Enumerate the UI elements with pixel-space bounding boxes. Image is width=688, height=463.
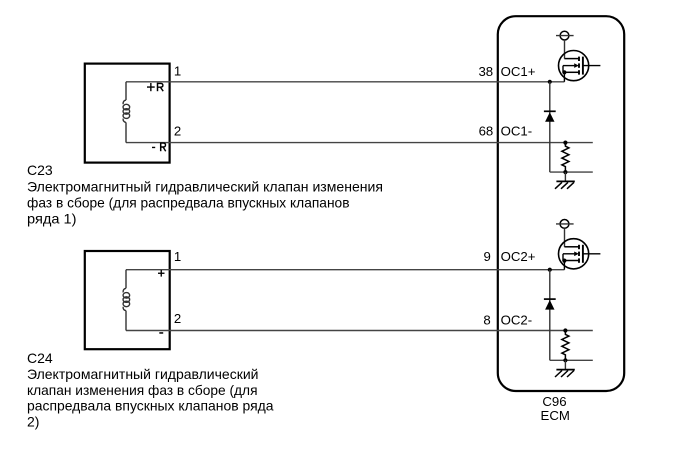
svg-text:38: 38 — [478, 64, 493, 79]
svg-text:8: 8 — [483, 312, 490, 327]
svg-text:C23: C23 — [27, 162, 53, 178]
svg-text:C96: C96 — [542, 394, 566, 409]
svg-text:распредвала впускных клапанов: распредвала впускных клапанов ряда — [27, 398, 274, 414]
svg-text:1: 1 — [174, 63, 181, 78]
svg-text:фаз в сборе (для распредвала в: фаз в сборе (для распредвала впускных кл… — [27, 195, 350, 211]
svg-text:2: 2 — [174, 311, 181, 326]
svg-text:9: 9 — [484, 249, 491, 264]
svg-text:Электромагнитный гидравлически: Электромагнитный гидравлический клапан и… — [27, 178, 383, 194]
svg-text:Электромагнитный гидравлически: Электромагнитный гидравлический — [27, 366, 259, 382]
svg-text:68: 68 — [479, 124, 494, 139]
svg-text:2: 2 — [174, 124, 181, 139]
svg-text:C24: C24 — [27, 350, 53, 366]
svg-text:клапан изменения фаз в сборе (: клапан изменения фаз в сборе (для — [27, 382, 258, 398]
svg-text:OC1+: OC1+ — [501, 64, 536, 79]
svg-text:1: 1 — [174, 249, 181, 264]
svg-text:OC1-: OC1- — [501, 124, 533, 139]
svg-text:OC2-: OC2- — [501, 312, 533, 327]
svg-text:ECM: ECM — [541, 408, 570, 423]
svg-text:ряда 1): ряда 1) — [27, 211, 77, 227]
svg-text:OC2+: OC2+ — [501, 249, 536, 264]
svg-text:2): 2) — [27, 413, 39, 429]
